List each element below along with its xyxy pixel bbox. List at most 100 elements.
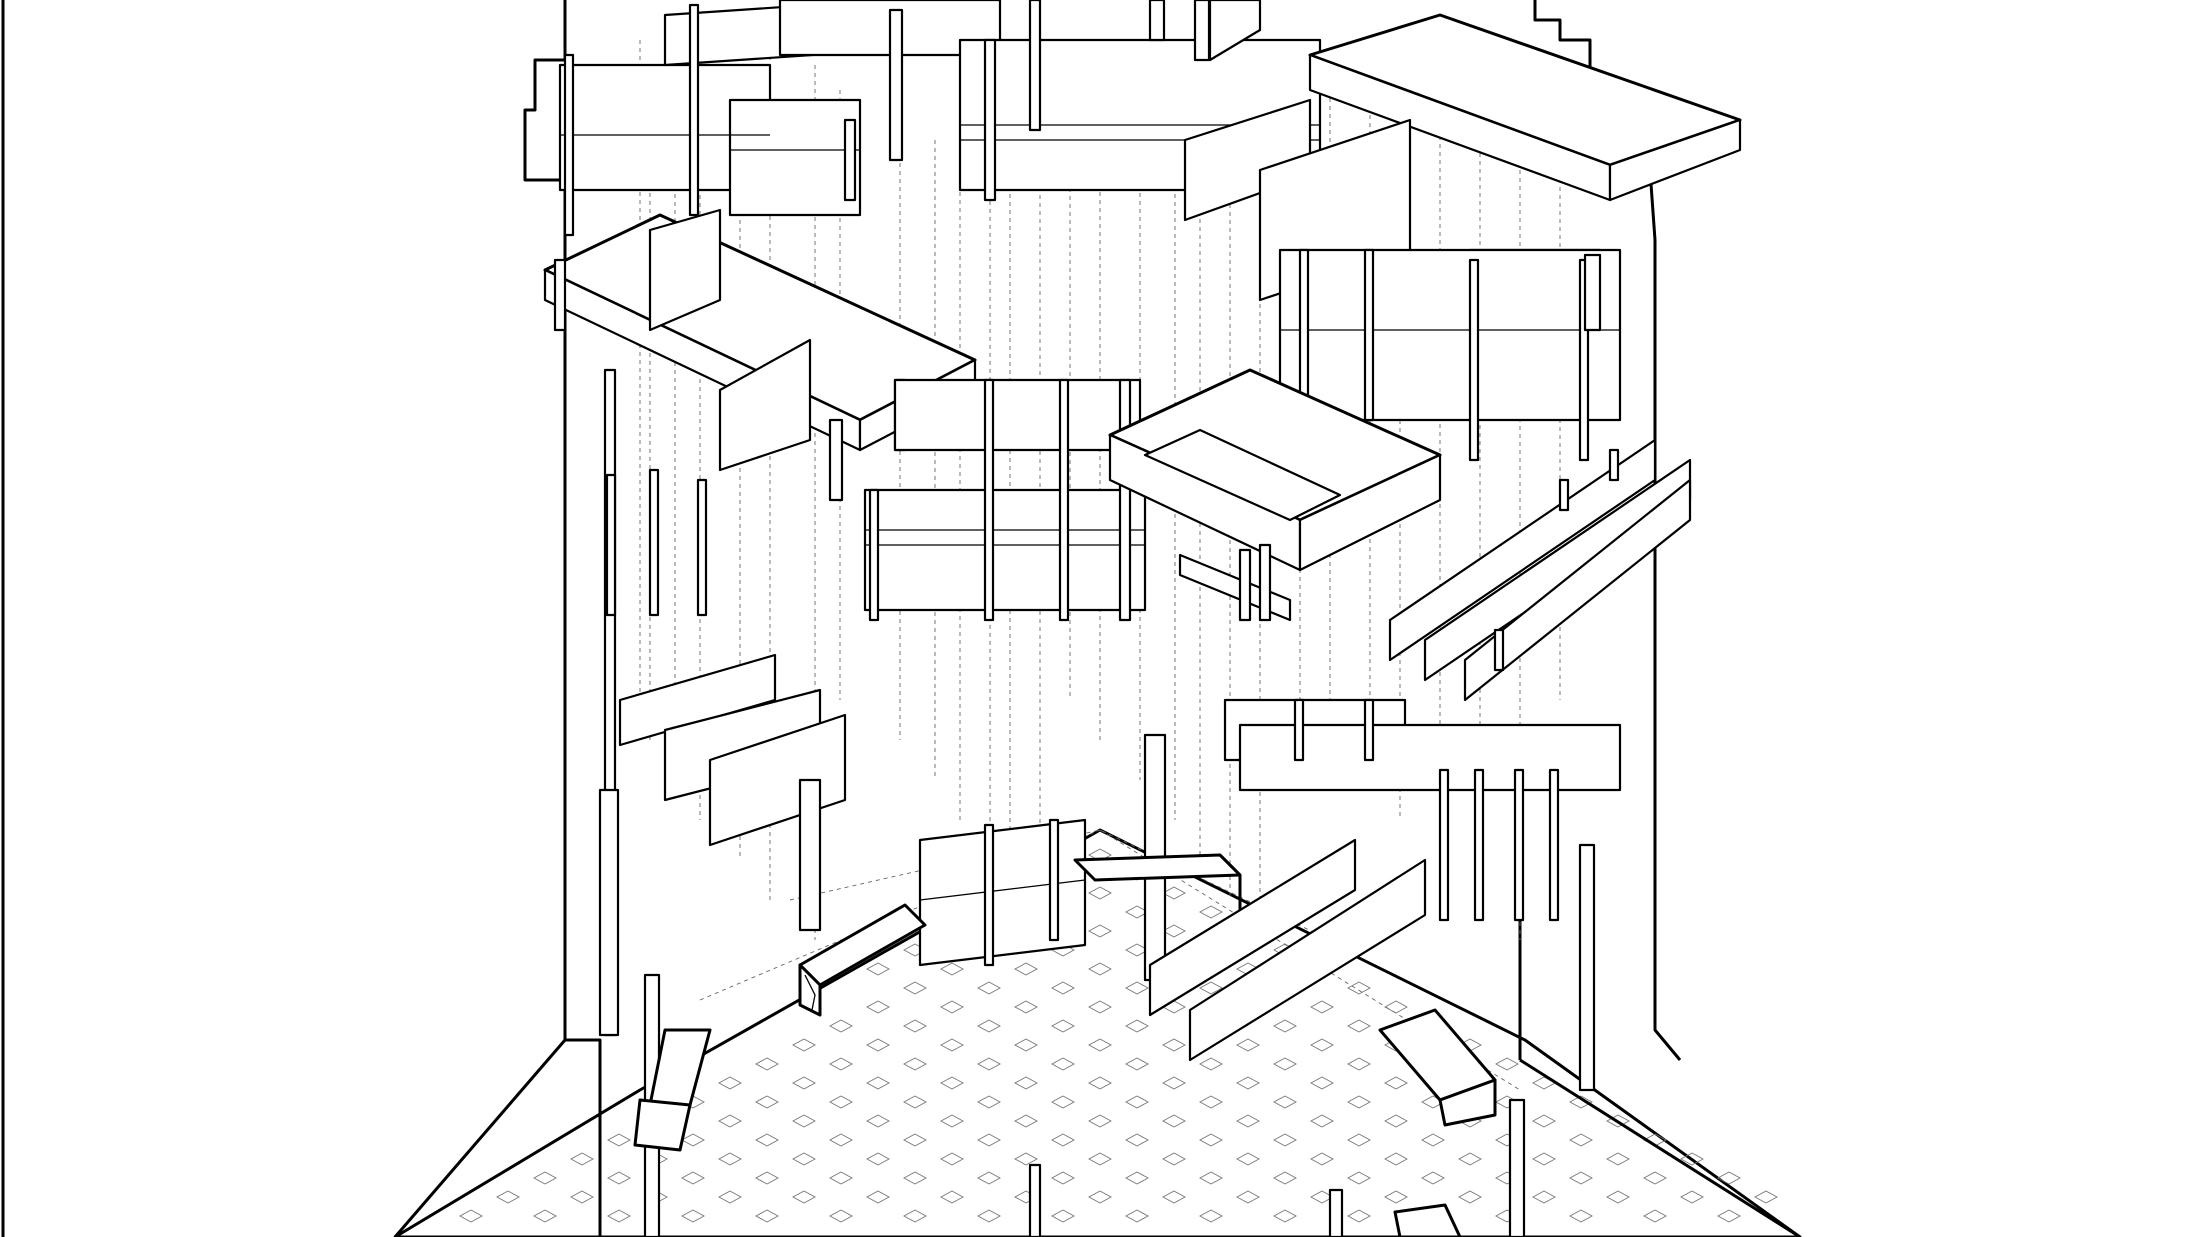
floor-tile — [829, 1057, 853, 1071]
floor-tile — [607, 1171, 631, 1185]
floor-tile — [1680, 1152, 1704, 1166]
floor-tile — [1532, 1190, 1556, 1204]
floor-tile — [1088, 1114, 1112, 1128]
floor-tile — [755, 1057, 779, 1071]
floor-tile — [1014, 1152, 1038, 1166]
floor-tile — [1199, 1209, 1223, 1223]
floor-tile — [459, 1209, 483, 1223]
floor-tile — [1125, 1133, 1149, 1147]
floor-tile — [1199, 905, 1223, 919]
floor-tile — [940, 962, 964, 976]
floor-tile — [1051, 1057, 1075, 1071]
floor-tile — [866, 1038, 890, 1052]
floor-tile — [792, 1114, 816, 1128]
floor-tile — [1310, 1038, 1334, 1052]
floor-tile — [829, 1095, 853, 1109]
floor-tile — [1310, 1152, 1334, 1166]
floor-tile — [1162, 1076, 1186, 1090]
floor-tile — [829, 1133, 853, 1147]
floor-tile — [866, 1190, 890, 1204]
floor-tile — [1458, 1190, 1482, 1204]
floor-tile — [903, 981, 927, 995]
floor-tile — [1051, 1209, 1075, 1223]
floor-tile — [866, 1152, 890, 1166]
floor-tile — [1384, 1152, 1408, 1166]
floor-tile — [1310, 1076, 1334, 1090]
bench-lower-left — [633, 1028, 712, 1152]
floor-tile — [940, 1038, 964, 1052]
floor-tile — [1495, 1057, 1519, 1071]
floor-tile — [1273, 1019, 1297, 1033]
floor-tile — [1384, 1114, 1408, 1128]
floor-tile — [903, 1133, 927, 1147]
floor-tile — [1680, 1190, 1704, 1204]
floor-tile — [1347, 1133, 1371, 1147]
floor-tile — [903, 1171, 927, 1185]
floor-tile — [1310, 1000, 1334, 1014]
center-beam-assembly — [863, 378, 1147, 622]
floor-tile — [903, 1057, 927, 1071]
floor-tile — [1236, 1076, 1260, 1090]
floor-tile — [607, 1209, 631, 1223]
floor-tile — [1014, 1038, 1038, 1052]
floor-tile — [1014, 962, 1038, 976]
floor-tile — [1384, 1000, 1408, 1014]
left-floor-edge — [393, 1039, 567, 1237]
floor-tile — [940, 1076, 964, 1090]
floor-tile — [1569, 1133, 1593, 1147]
floor-tile — [1569, 1095, 1593, 1109]
floor-tile — [1162, 1152, 1186, 1166]
floor-tile — [1162, 1114, 1186, 1128]
floor-tile — [1643, 1209, 1667, 1223]
floor-tile — [1236, 1190, 1260, 1204]
floor-tile — [940, 1152, 964, 1166]
floor-tile — [792, 1152, 816, 1166]
right-middle-plate — [1223, 698, 1622, 1092]
floor-tile — [496, 1190, 520, 1204]
floor-tile — [607, 1133, 631, 1147]
floor-tile — [792, 1190, 816, 1204]
upper-left-frame — [558, 0, 1002, 237]
floor-tile — [1273, 1133, 1297, 1147]
floor-tile — [718, 1152, 742, 1166]
floor-tile — [755, 1171, 779, 1185]
floor-tile — [1384, 1076, 1408, 1090]
floor-tile — [1643, 1171, 1667, 1185]
floor-tile — [1347, 981, 1371, 995]
right-slanted-rails — [1388, 438, 1692, 702]
floor-tile — [1014, 1000, 1038, 1014]
bench-left — [798, 903, 927, 1017]
floor-tile — [903, 1019, 927, 1033]
floor-tile — [792, 1038, 816, 1052]
floor-tile — [1532, 1114, 1556, 1128]
floor-tile — [977, 1019, 1001, 1033]
floor-tile — [1458, 1152, 1482, 1166]
floor-tile — [1162, 1038, 1186, 1052]
floor-tile — [1088, 1000, 1112, 1014]
floor-tile — [1606, 1190, 1630, 1204]
right-lower-comb-panels — [1148, 838, 1427, 1062]
floor-tile — [1754, 1190, 1778, 1204]
floor-tile — [829, 1019, 853, 1033]
floor-tile — [829, 1209, 853, 1223]
floor-tile — [1421, 1133, 1445, 1147]
floor-tile — [1347, 1209, 1371, 1223]
floor-tile — [1273, 1057, 1297, 1071]
floor-tile — [1088, 1190, 1112, 1204]
floor-tile — [1273, 1209, 1297, 1223]
floor-tile — [1236, 1114, 1260, 1128]
floor-tile — [1347, 1171, 1371, 1185]
floor-guide-line — [789, 829, 1331, 941]
upper-right-frame — [1183, 13, 1742, 462]
floor-tile — [866, 1076, 890, 1090]
floor-tile — [1162, 1190, 1186, 1204]
center-right-box — [1108, 368, 1442, 622]
floor-tile — [570, 1152, 594, 1166]
floor-tile — [1273, 1171, 1297, 1185]
floor-tile — [681, 1171, 705, 1185]
floor-tile — [1125, 1057, 1149, 1071]
floor-tile — [1051, 1019, 1075, 1033]
floor-tile — [1273, 1095, 1297, 1109]
